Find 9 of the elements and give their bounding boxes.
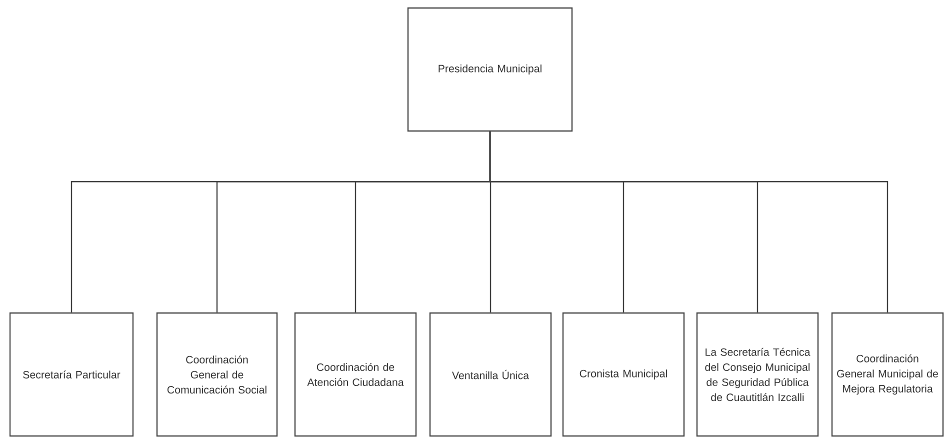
- org-box: Secretaría Particular: [9, 312, 134, 437]
- org-box: Presidencia Municipal: [407, 7, 573, 132]
- org-box: Cronista Municipal: [562, 312, 685, 437]
- org-box: Coordinación General de Comunicación Social: [156, 312, 278, 437]
- org-box: Coordinación de Atención Ciudadana: [294, 312, 417, 437]
- org-box: Ventanilla Única: [429, 312, 552, 437]
- org-box: La Secretaría Técnica del Consejo Municipal de Seguridad Pública de Cuautitlán Izcalli: [696, 312, 819, 437]
- connector-line: [489, 132, 888, 312]
- org-box: Coordinación General Municipal de Mejora Regulatoria: [831, 312, 944, 437]
